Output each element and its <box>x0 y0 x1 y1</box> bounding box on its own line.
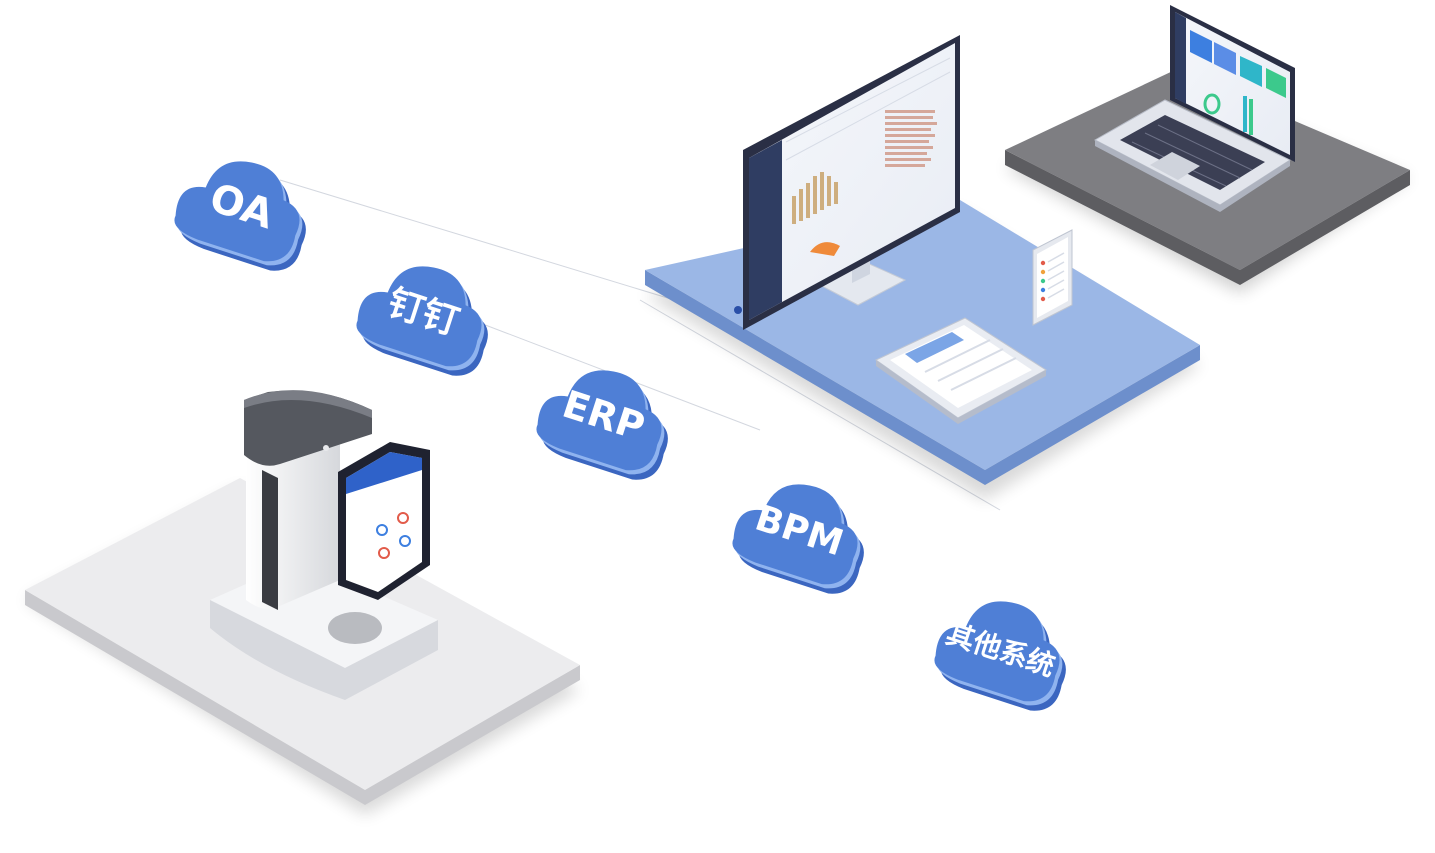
laptop <box>1093 5 1295 212</box>
monitor-sidebar <box>749 140 782 320</box>
cloud-erp-face <box>536 370 662 471</box>
desktop-monitor <box>734 35 960 330</box>
kiosk-app-icon-2 <box>397 512 409 524</box>
desk-side <box>645 270 1200 485</box>
gauge-icon <box>810 242 840 256</box>
laptop-touchpad <box>1150 152 1200 180</box>
donut-chart-icon <box>1203 93 1221 115</box>
tablet <box>875 317 1047 424</box>
cloud-oa: OA <box>174 161 306 271</box>
cloud-layer: OA 钉钉 ERP BPM 其他系统 <box>174 161 1066 711</box>
kiosk-app-icon-1 <box>376 524 388 536</box>
laptop-keyboard <box>1120 115 1265 190</box>
monitor-bar-chart-left <box>792 172 838 224</box>
kiosk-head <box>244 390 372 466</box>
cloud-dingtalk-face <box>356 266 482 367</box>
kiosk-app-icon-3 <box>378 547 390 559</box>
phone-app-list <box>1040 260 1046 302</box>
cloud-bpm: BPM <box>732 484 864 594</box>
bar-chart-icon <box>1243 96 1247 132</box>
kiosk-sensor-pad <box>328 612 382 644</box>
platform-side <box>25 590 580 805</box>
cloud-dingtalk: 钉钉 <box>356 266 488 376</box>
monitor-bar-chart-right <box>885 110 937 167</box>
cloud-erp: ERP <box>536 370 668 480</box>
cloud-other: 其他系统 <box>934 601 1066 711</box>
kiosk-terminal <box>210 390 438 700</box>
cloud-oa-face <box>174 161 300 262</box>
power-dot-icon <box>734 306 742 314</box>
kiosk-camera-icon <box>323 445 329 451</box>
cloud-other-face <box>934 601 1060 702</box>
cloud-bpm-face <box>732 484 858 585</box>
kiosk-app-icon-4 <box>399 535 411 547</box>
smartphone <box>1032 229 1073 326</box>
kiosk-base <box>210 600 438 700</box>
slab-side <box>1005 150 1410 285</box>
